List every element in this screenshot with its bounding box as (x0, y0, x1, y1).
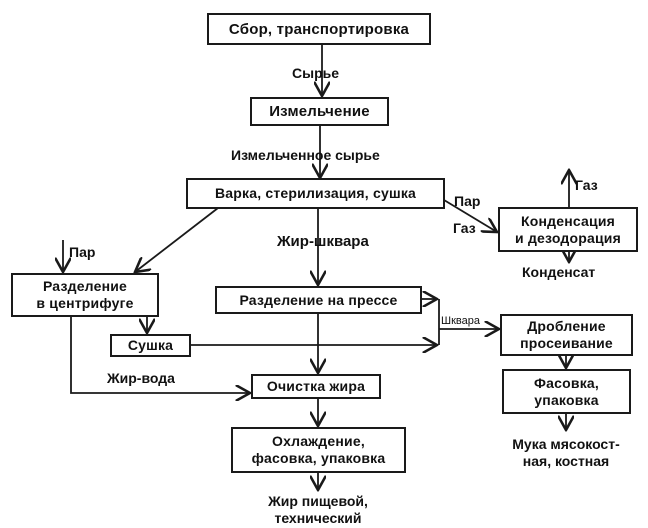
node-collection: Сбор, транспортировка (207, 13, 431, 45)
node-drying: Сушка (110, 334, 191, 357)
node-crushing: Дробление просеивание (500, 314, 633, 356)
label-fat-greaves: Жир-шквара (277, 233, 369, 250)
node-centrifuge: Разделение в центрифуге (11, 273, 159, 317)
arrow-cooking-to-centrifuge (135, 207, 219, 272)
label-meal-product: Мука мясокост- ная, костная (512, 436, 620, 469)
label-steam-top: Пар (454, 193, 481, 209)
arrow-centrifuge-to-fat-cleaning (70, 316, 250, 393)
node-fat-cleaning: Очистка жира (251, 374, 381, 399)
label-gas-in: Газ (453, 220, 476, 236)
node-cooking: Варка, стерилизация, сушка (186, 178, 445, 209)
node-press: Разделение на прессе (215, 286, 422, 314)
node-cooling: Охлаждение, фасовка, упаковка (231, 427, 406, 473)
node-grinding: Измельчение (250, 97, 389, 126)
label-ground-raw: Измельченное сырье (231, 147, 380, 163)
label-fat-product: Жир пищевой, технический (268, 493, 368, 526)
label-steam-left: Пар (69, 244, 96, 260)
label-raw: Сырье (292, 65, 340, 81)
node-packing: Фасовка, упаковка (502, 369, 631, 414)
arrow-cooking-to-condensation (443, 199, 497, 232)
node-condensation: Конденсация и дезодорация (498, 207, 638, 252)
label-condensate: Конденсат (522, 264, 596, 280)
label-greaves: Шквара (441, 315, 480, 327)
label-gas-out: Газ (575, 177, 598, 193)
label-fat-water: Жир-вода (107, 370, 175, 386)
